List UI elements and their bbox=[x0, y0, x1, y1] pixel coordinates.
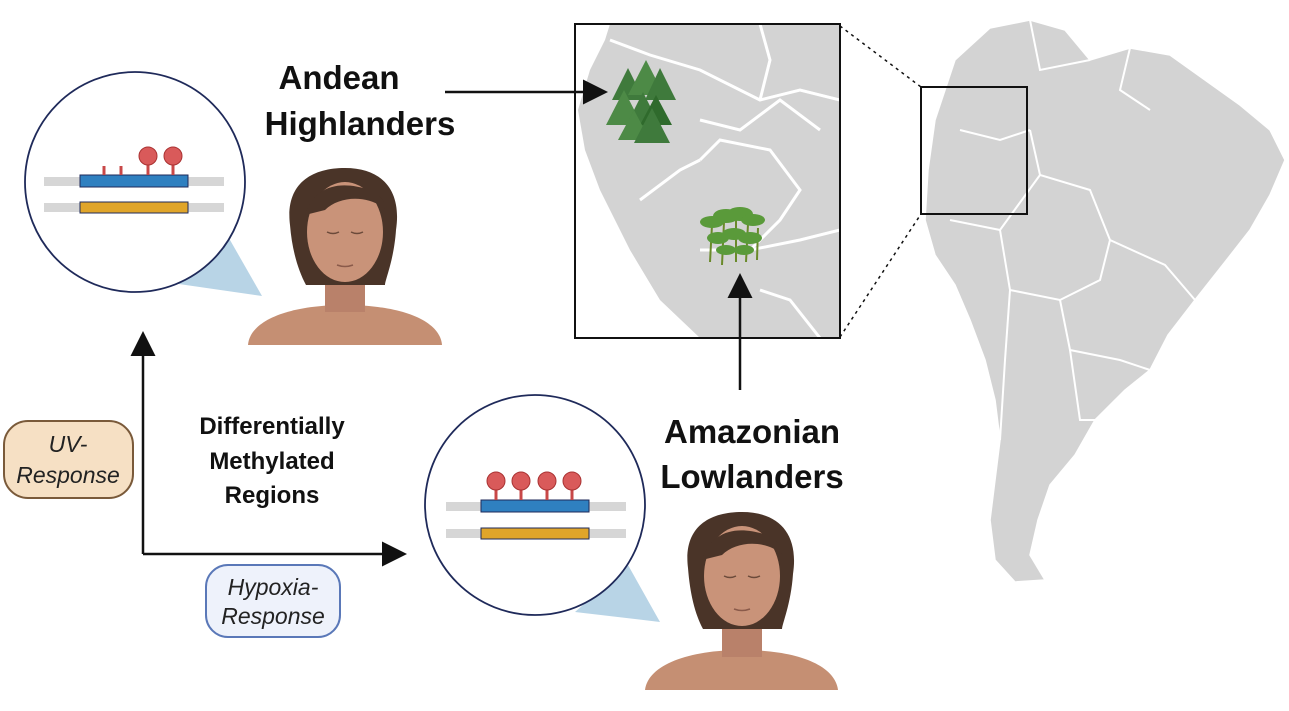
response-axes bbox=[130, 331, 407, 567]
andean-label-line1: Andean bbox=[278, 59, 399, 96]
lowlander-person-icon bbox=[645, 512, 838, 690]
amazonian-label-line1: Amazonian bbox=[664, 413, 840, 450]
map-zoom-box bbox=[920, 86, 1028, 215]
uv-label-line1: UV- bbox=[49, 431, 88, 457]
hypoxia-response-badge: Hypoxia- Response bbox=[205, 564, 341, 638]
highlander-methylation-callout bbox=[24, 71, 262, 296]
dna-methylation-icon bbox=[44, 146, 224, 214]
hypoxia-label-line1: Hypoxia- bbox=[228, 574, 319, 600]
uv-response-badge: UV- Response bbox=[3, 420, 134, 499]
dmr-label-line3: Regions bbox=[225, 482, 320, 509]
south-america-map bbox=[839, 19, 1286, 583]
lowlander-methylation-callout bbox=[424, 394, 660, 622]
mountain-icon bbox=[606, 60, 676, 143]
inset-map bbox=[574, 23, 841, 339]
palm-tree-icon bbox=[700, 207, 765, 266]
andean-label-line2: Highlanders bbox=[265, 105, 456, 142]
dmr-label-line2: Methylated bbox=[209, 448, 334, 475]
amazonian-label-line2: Lowlanders bbox=[660, 458, 843, 495]
highlander-person-icon bbox=[248, 168, 442, 345]
hypoxia-label-line2: Response bbox=[221, 603, 325, 629]
uv-label-line2: Response bbox=[16, 462, 120, 488]
dmr-label-line1: Differentially bbox=[199, 413, 345, 440]
dna-methylation-icon-lowlander bbox=[446, 471, 626, 540]
